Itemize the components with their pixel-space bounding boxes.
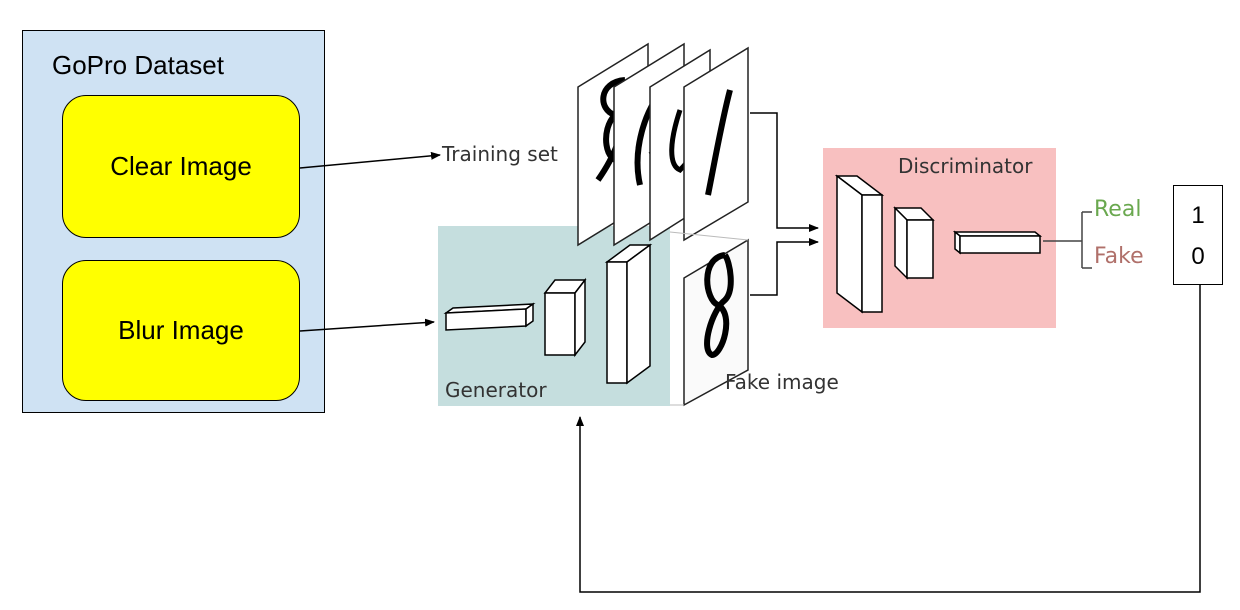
- discriminator-label: Discriminator: [898, 154, 1033, 178]
- training-set-cards: [577, 42, 749, 247]
- discriminator-block-large: [834, 174, 885, 314]
- real-fake-bracket: [1043, 211, 1092, 269]
- generator-block-medium: [543, 277, 587, 358]
- clear-image-label: Clear Image: [110, 151, 252, 181]
- discriminator-block-small: [952, 230, 1043, 255]
- generator-block-small: [443, 302, 536, 331]
- discriminator-block-medium: [893, 206, 935, 280]
- generator-label: Generator: [445, 378, 547, 402]
- blur-image-box: Blur Image: [62, 260, 300, 401]
- training-to-discriminator-arrow: [750, 112, 819, 232]
- discriminator-blocks: [834, 174, 1043, 314]
- generator-block-large: [604, 243, 653, 385]
- output-real-value: 1: [1191, 202, 1205, 229]
- output-box: [1173, 185, 1223, 285]
- fake-image-label: Fake image: [725, 370, 839, 394]
- clear-to-training-arrow: [299, 151, 441, 169]
- output-fake-value: 0: [1191, 243, 1205, 270]
- fake-label: Fake: [1094, 244, 1144, 269]
- feedback-to-generator-arrow: [576, 285, 1201, 593]
- training-card-4: [683, 46, 749, 242]
- training-set-label: Training set: [442, 142, 558, 166]
- gopro-dataset-title: GoPro Dataset: [52, 50, 224, 80]
- fake-to-discriminator-arrow: [750, 238, 819, 296]
- clear-image-box: Clear Image: [62, 95, 300, 238]
- generator-blocks: [443, 243, 653, 385]
- blur-image-label: Blur Image: [118, 315, 244, 345]
- real-label: Real: [1094, 197, 1142, 222]
- fake-image-card: [669, 231, 749, 407]
- blur-to-generator-arrow: [299, 318, 435, 332]
